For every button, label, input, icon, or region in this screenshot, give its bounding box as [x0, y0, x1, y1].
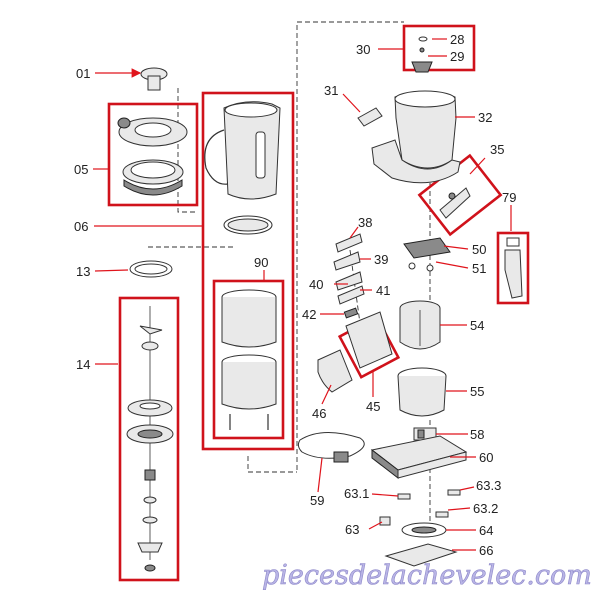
part-46-cover: [317, 349, 353, 393]
label-35: 35: [490, 142, 504, 157]
label-59: 59: [310, 493, 324, 508]
part-35-bracket: [439, 187, 471, 219]
label-63: 63: [345, 522, 359, 537]
box-06: [201, 91, 295, 451]
label-05: 05: [74, 162, 88, 177]
part-54-motor: [399, 300, 441, 350]
box-14: [118, 296, 180, 582]
part-14-blade-assembly: [126, 306, 174, 572]
label-38: 38: [358, 215, 372, 230]
box-90: [212, 279, 285, 440]
label-55: 55: [470, 384, 484, 399]
label-41: 41: [376, 283, 390, 298]
box-30: [402, 24, 476, 72]
label-79: 79: [502, 190, 516, 205]
label-13: 13: [76, 264, 90, 279]
part-79-handle: [504, 237, 523, 299]
label-51: 51: [472, 261, 486, 276]
label-40: 40: [309, 277, 323, 292]
part-32-motor-housing: [371, 90, 461, 184]
label-32: 32: [478, 110, 492, 125]
label-63-1: 63.1: [344, 486, 369, 501]
label-45: 45: [366, 399, 380, 414]
label-58: 58: [470, 427, 484, 442]
box-05: [107, 102, 199, 207]
label-14: 14: [76, 357, 90, 372]
label-66: 66: [479, 543, 493, 558]
part-50-51-plate: [403, 237, 451, 272]
part-45-panel: [345, 311, 393, 369]
label-28: 28: [450, 32, 464, 47]
label-39: 39: [374, 252, 388, 267]
part-06-jug: [204, 101, 281, 235]
part-labels: 01 05 06 13 14 90 28 29 30 31 32 35 79 3…: [74, 32, 516, 558]
part-38-41-switch-parts: [333, 233, 365, 319]
part-66-foot-plate: [384, 543, 458, 567]
label-06: 06: [74, 219, 88, 234]
label-64: 64: [479, 523, 493, 538]
label-63-2: 63.2: [473, 501, 498, 516]
box-79: [496, 231, 530, 305]
part-13-gasket: [129, 260, 173, 278]
label-42: 42: [302, 307, 316, 322]
part-01-knob: [140, 67, 168, 91]
part-28-29-cap: [411, 36, 433, 73]
leader-lines: [93, 38, 512, 551]
part-58-block: [413, 427, 437, 441]
part-90-sleeve: [221, 289, 277, 430]
part-55-base-shell: [397, 367, 447, 417]
label-50: 50: [472, 242, 486, 257]
label-90: 90: [254, 255, 268, 270]
label-60: 60: [479, 450, 493, 465]
label-31: 31: [324, 83, 338, 98]
part-59-cord: [297, 432, 365, 463]
label-63-3: 63.3: [476, 478, 501, 493]
label-46: 46: [312, 406, 326, 421]
part-60-base: [370, 435, 468, 480]
part-64-ring: [401, 522, 447, 538]
label-01: 01: [76, 66, 90, 81]
label-30: 30: [356, 42, 370, 57]
part-05-lid: [117, 117, 188, 196]
part-63-feet: [379, 489, 461, 526]
label-54: 54: [470, 318, 484, 333]
watermark: piecesdelachevelec.com: [262, 560, 592, 591]
label-29: 29: [450, 49, 464, 64]
part-31-button: [357, 107, 383, 127]
